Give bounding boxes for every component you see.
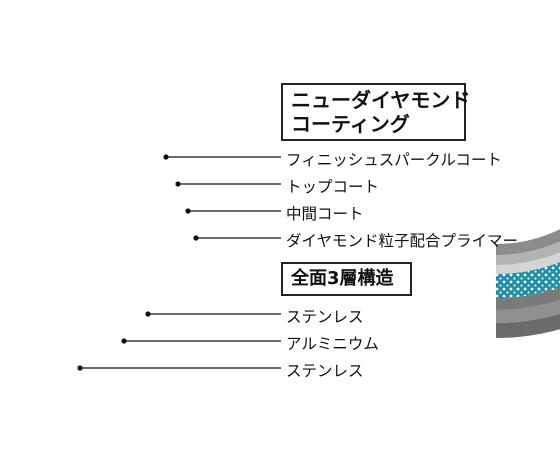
leader-middle-coat-dot	[185, 208, 191, 214]
band-diamond-primer	[496, 261, 560, 298]
coating-title-line1: ニューダイヤモンド	[291, 88, 471, 112]
band-stainless-outer	[496, 313, 560, 338]
label-top-coat: トップコート	[286, 178, 380, 196]
leader-stainless-inner-dot	[145, 311, 151, 317]
band-aluminum	[496, 300, 560, 323]
label-aluminum: アルミニウム	[286, 335, 379, 353]
leader-finish-coat-dot	[163, 154, 169, 160]
band-stainless-inner	[496, 287, 560, 310]
band-middle-coat	[496, 252, 560, 274]
cross-section-bands	[496, 229, 560, 338]
leader-lines	[77, 154, 281, 371]
label-finish-sparkle-coat: フィニッシュスパークルコート	[286, 151, 502, 169]
band-top-coat	[496, 241, 560, 265]
leader-stainless-outer-dot	[77, 365, 83, 371]
leader-top-coat-dot	[175, 181, 181, 187]
label-diamond-primer: ダイヤモンド粒子配合プライマー	[286, 232, 519, 250]
band-finish-coat	[496, 229, 560, 255]
label-stainless-inner: ステンレス	[286, 308, 364, 326]
structure-title-box: 全面3層構造	[281, 262, 412, 296]
label-middle-coat: 中間コート	[286, 205, 364, 223]
coating-title-box: ニューダイヤモンド コーティング	[281, 83, 471, 141]
structure-title: 全面3層構造	[291, 268, 394, 289]
leader-diamond-primer-dot	[193, 235, 199, 241]
label-stainless-outer: ステンレス	[286, 362, 364, 380]
coating-title-line2: コーティング	[291, 112, 410, 136]
leader-aluminum-dot	[121, 338, 127, 344]
